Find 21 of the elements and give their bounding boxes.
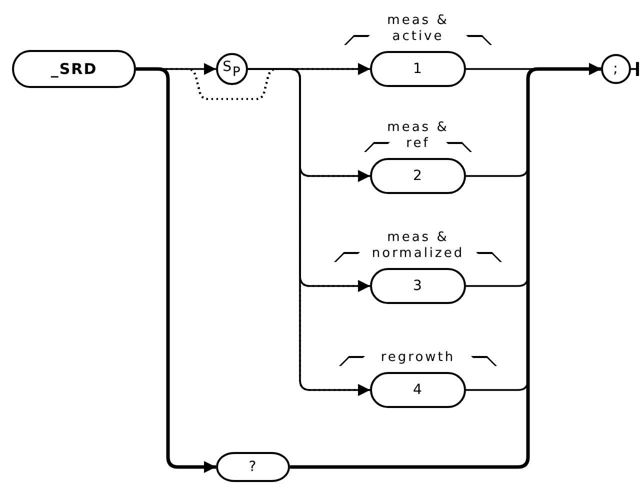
syntax-keyword: 3: [413, 279, 423, 293]
syntax-circle: [216, 53, 248, 85]
syntax-element-box: [216, 452, 290, 482]
syntax-keyword: ;: [613, 62, 619, 76]
syntax-element-box: [370, 372, 466, 408]
syntax-element-box: [12, 50, 136, 88]
syntax-keyword: 4: [413, 383, 423, 397]
syntax-circle: [601, 54, 631, 84]
connector-arrow: [136, 67, 216, 473]
syntax-element-box: [370, 51, 466, 87]
bracketed-annotation: regrowth: [338, 350, 498, 366]
syntax-keyword: 1: [413, 62, 423, 76]
bracketed-annotation: meas & active: [343, 13, 493, 45]
syntax-element-box: [370, 158, 466, 194]
syntax-keyword: 2: [413, 169, 423, 183]
syntax-element-box: [370, 268, 466, 304]
bracketed-annotation: meas & normalized: [333, 230, 503, 262]
connector-arrow: [290, 63, 601, 469]
bracketed-annotation: meas & ref: [363, 120, 473, 152]
syntax-keyword: _SRD: [50, 62, 98, 76]
syntax-keyword: ?: [248, 460, 258, 474]
